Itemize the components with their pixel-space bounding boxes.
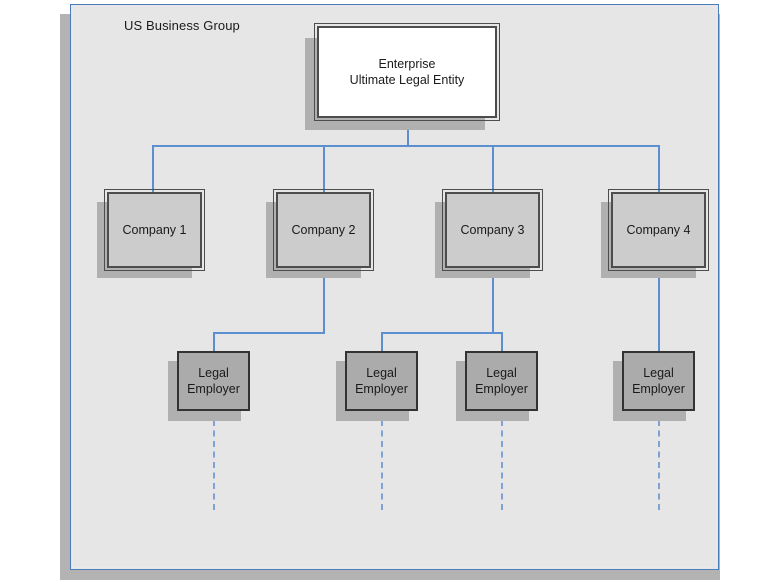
node-enterprise-line-2: Ultimate Legal Entity (349, 73, 465, 87)
node-legal-employer-3-line-2: Employer (475, 382, 528, 396)
connector-le-1-up (213, 332, 215, 352)
node-legal-employer-2-face[interactable]: Legal Employer (345, 351, 418, 411)
connector-enterprise-down (407, 118, 409, 147)
node-legal-employer-4-text: Legal Employer (632, 365, 685, 397)
connector-bus-to-company-3 (492, 145, 494, 193)
connector-company-4-to-le-4 (658, 268, 660, 352)
node-legal-employer-1-line-1: Legal (198, 366, 229, 380)
dashed-continuation-le-3 (501, 420, 503, 510)
connector-bus-to-company-4 (658, 145, 660, 193)
node-legal-employer-3-text: Legal Employer (475, 365, 528, 397)
connector-company-2-down (323, 268, 325, 334)
connector-company-2-to-le-1 (213, 332, 325, 334)
connector-le-3-up (501, 332, 503, 352)
connector-company-bus (152, 145, 660, 147)
dashed-continuation-le-2 (381, 420, 383, 510)
node-legal-employer-1-face[interactable]: Legal Employer (177, 351, 250, 411)
node-company-4-label: Company 4 (626, 223, 691, 237)
connector-bus-to-company-1 (152, 145, 154, 193)
node-enterprise-line-1: Enterprise (378, 57, 436, 71)
connector-bus-to-company-2 (323, 145, 325, 193)
group-title: US Business Group (124, 18, 240, 33)
connector-company-3-split (381, 332, 503, 334)
node-legal-employer-2-line-1: Legal (366, 366, 397, 380)
node-legal-employer-2-text: Legal Employer (355, 365, 408, 397)
dashed-continuation-le-1 (213, 420, 215, 510)
node-legal-employer-4-line-2: Employer (632, 382, 685, 396)
connector-le-2-up (381, 332, 383, 352)
node-legal-employer-1-line-2: Employer (187, 382, 240, 396)
node-company-3-face[interactable]: Company 3 (442, 189, 543, 271)
node-company-2-label: Company 2 (291, 223, 356, 237)
node-enterprise-text: Enterprise Ultimate Legal Entity (350, 56, 465, 88)
node-company-1-face[interactable]: Company 1 (104, 189, 205, 271)
node-company-1-label: Company 1 (122, 223, 187, 237)
node-legal-employer-1-text: Legal Employer (187, 365, 240, 397)
node-company-4-face[interactable]: Company 4 (608, 189, 709, 271)
node-company-2-face[interactable]: Company 2 (273, 189, 374, 271)
node-legal-employer-3-face[interactable]: Legal Employer (465, 351, 538, 411)
dashed-continuation-le-4 (658, 420, 660, 510)
node-enterprise-face[interactable]: Enterprise Ultimate Legal Entity (314, 23, 500, 121)
node-legal-employer-4-line-1: Legal (643, 366, 674, 380)
node-legal-employer-4-face[interactable]: Legal Employer (622, 351, 695, 411)
node-company-3-label: Company 3 (460, 223, 525, 237)
connector-company-3-down (492, 268, 494, 334)
node-legal-employer-2-line-2: Employer (355, 382, 408, 396)
node-legal-employer-3-line-1: Legal (486, 366, 517, 380)
